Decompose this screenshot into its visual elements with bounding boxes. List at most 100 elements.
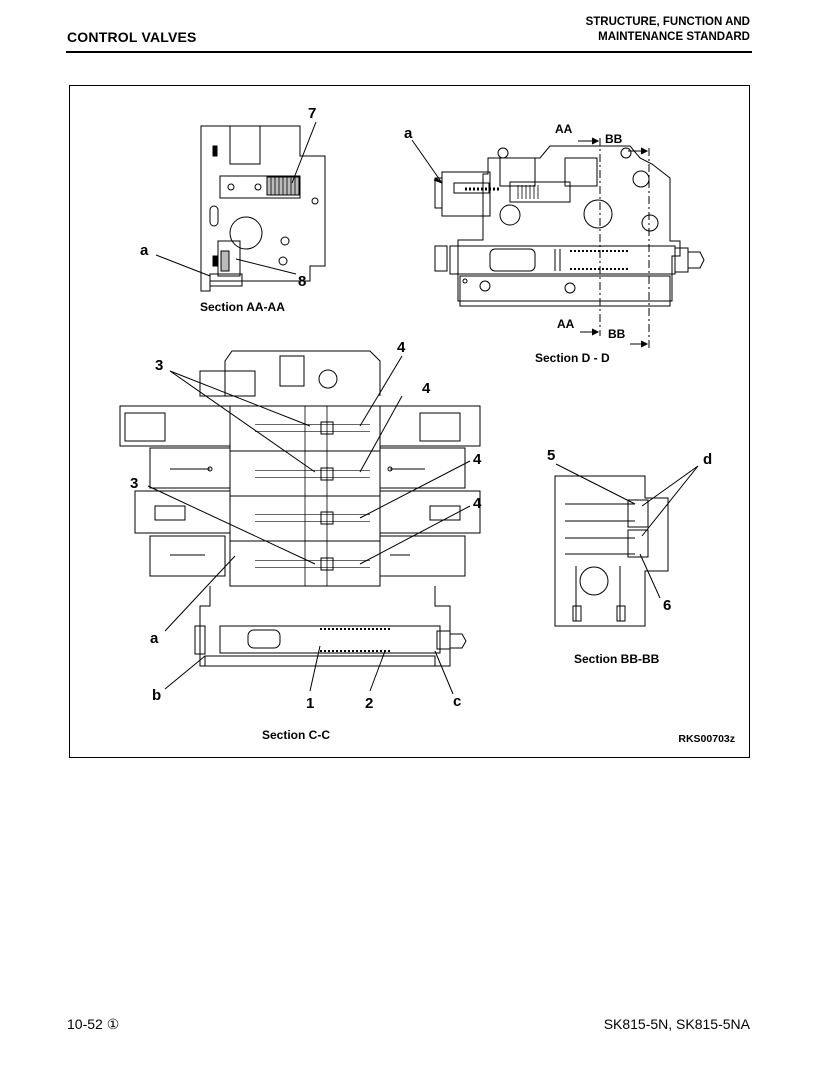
leader-line	[434, 650, 454, 695]
drawing-stroke	[320, 421, 334, 435]
drawing-stroke	[379, 490, 481, 534]
drawing-stroke	[459, 275, 671, 307]
callout-5: 5	[547, 447, 556, 464]
callout-4: 4	[473, 495, 482, 512]
drawing-stroke	[575, 566, 621, 621]
drawing-stroke	[620, 147, 632, 159]
callout-8: 8	[298, 273, 307, 290]
leader-line	[641, 465, 699, 537]
drawing-stroke	[564, 157, 598, 187]
leader-line	[155, 254, 211, 277]
callout-6: 6	[663, 597, 672, 614]
drawing-stroke	[564, 282, 576, 294]
drawing-stroke	[154, 505, 186, 521]
chapter-title: STRUCTURE, FUNCTION AND MAINTENANCE STAN…	[586, 15, 750, 44]
drawing-stroke	[565, 503, 635, 555]
drawing-stroke	[279, 355, 305, 387]
page-number: 10-52 ①	[67, 1016, 120, 1032]
callout-c: c	[453, 693, 462, 710]
drawing-stroke	[436, 630, 451, 650]
drawing-stroke	[320, 557, 334, 571]
drawing-stroke	[124, 412, 166, 442]
drawing-stroke	[200, 125, 326, 292]
drawing-stroke	[579, 566, 609, 596]
drawing-stroke	[219, 625, 441, 654]
drawing-stroke	[572, 605, 582, 622]
section-aa-drawing	[200, 125, 326, 292]
drawing-stroke	[149, 447, 231, 489]
drawing-stroke	[591, 137, 600, 145]
chapter-title-line1: STRUCTURE, FUNCTION AND	[585, 16, 750, 28]
drawing-stroke	[497, 147, 509, 159]
drawing-stroke	[224, 350, 381, 396]
drawing-stroke	[219, 175, 301, 199]
drawing-code: RKS00703z	[678, 733, 735, 745]
drawing-stroke	[591, 328, 600, 336]
drawing-stroke	[280, 236, 290, 246]
callout-3: 3	[130, 475, 139, 492]
callout-b: b	[152, 687, 162, 704]
drawing-stroke	[379, 447, 466, 489]
drawing-stroke	[616, 605, 626, 622]
caption-section-cc: Section C-C	[262, 728, 331, 742]
drawing-stroke	[379, 535, 466, 577]
leader-line	[359, 395, 403, 473]
caption-section-aa: Section AA-AA	[200, 300, 285, 314]
drawing-stroke	[227, 183, 235, 191]
control-valve-figure: 7 a 8 Section AA-AA a AA BB AA BB Sectio…	[69, 85, 750, 758]
drawing-stroke	[453, 182, 490, 194]
callout-4: 4	[397, 339, 406, 356]
drawing-stroke	[517, 185, 539, 199]
drawing-stroke	[434, 177, 443, 209]
drawing-stroke	[489, 248, 536, 272]
drawing-stroke	[449, 245, 676, 275]
callout-a: a	[150, 630, 159, 647]
header-rule	[66, 51, 752, 53]
callout-a: a	[140, 242, 149, 259]
leader-line	[555, 463, 636, 505]
section-title: CONTROL VALVES	[67, 29, 197, 45]
drawing-stroke	[641, 214, 659, 232]
drawing-stroke	[509, 181, 571, 203]
callout-3: 3	[155, 357, 164, 374]
drawing-stroke	[479, 280, 491, 292]
drawing-stroke	[499, 157, 536, 187]
drawing-stroke	[554, 475, 669, 627]
drawing-stroke	[554, 249, 561, 271]
drawing-stroke	[255, 425, 370, 567]
leader-line	[147, 485, 316, 565]
callout-a: a	[404, 125, 413, 142]
leader-line	[359, 460, 471, 519]
cut-mark-bb-bottom: BB	[608, 327, 626, 341]
drawing-stroke	[583, 199, 613, 229]
drawing-stroke	[220, 250, 230, 272]
leader-line	[359, 355, 403, 427]
drawing-stroke	[429, 505, 461, 521]
drawing-stroke	[434, 245, 448, 272]
drawing-stroke	[199, 370, 256, 397]
section-cc-drawing	[119, 350, 481, 667]
callout-2: 2	[365, 695, 374, 712]
drawing-stroke	[320, 467, 334, 481]
drawing-stroke	[419, 412, 461, 442]
leader-line	[359, 505, 471, 565]
callout-d: d	[703, 451, 713, 468]
drawing-stroke	[209, 273, 243, 287]
caption-section-bb: Section BB-BB	[574, 652, 660, 666]
leader-line	[164, 555, 236, 632]
cut-mark-bb-top: BB	[605, 132, 623, 146]
leader-line	[309, 645, 321, 692]
drawing-stroke	[632, 170, 650, 188]
drawing-stroke	[229, 216, 263, 250]
callout-1: 1	[306, 695, 315, 712]
figure-drawing	[119, 121, 705, 695]
drawing-stroke	[254, 183, 262, 191]
drawing-stroke	[379, 405, 481, 447]
section-bb-drawing	[554, 475, 669, 627]
leader-line	[164, 655, 206, 690]
drawing-stroke	[627, 529, 649, 558]
drawing-stroke	[278, 256, 288, 266]
drawing-stroke	[194, 625, 206, 655]
cut-mark-aa-bottom: AA	[557, 317, 575, 331]
drawing-stroke	[674, 247, 689, 273]
